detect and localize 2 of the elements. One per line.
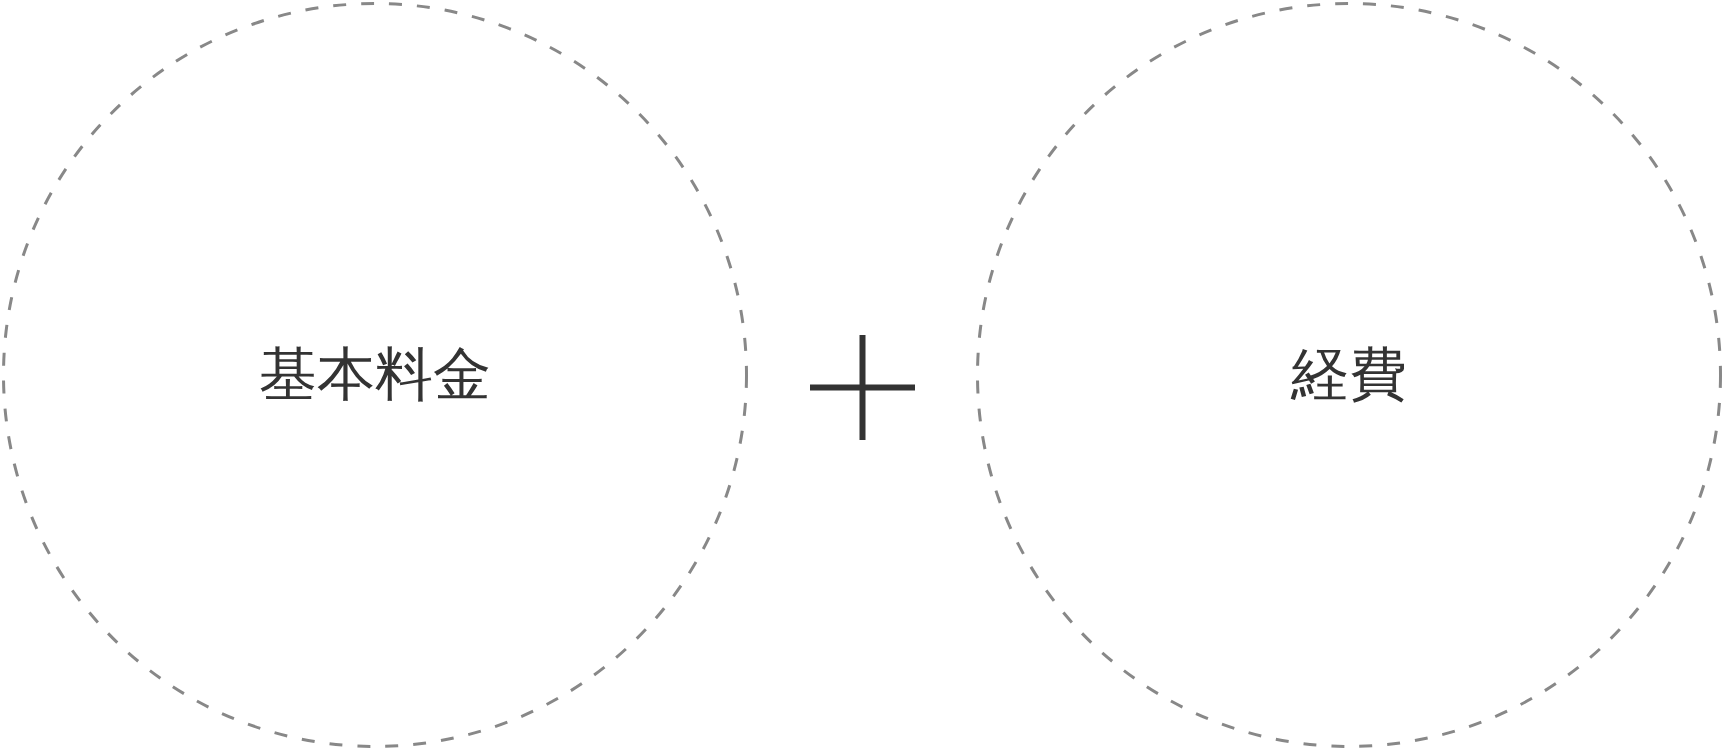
circle-label: 基本料金	[259, 340, 491, 409]
circle-label: 経費	[1291, 340, 1407, 409]
